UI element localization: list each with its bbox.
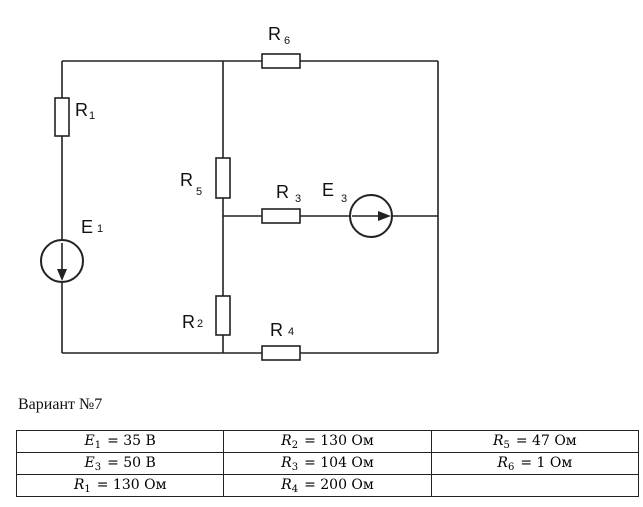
param-subscript: 2: [291, 439, 299, 451]
param-symbol: R: [281, 432, 292, 449]
resistor-r4: [261, 345, 301, 361]
table-cell: R2 = 130 Ом: [223, 430, 432, 453]
label-r1: R1: [75, 100, 95, 122]
param-symbol: R: [281, 454, 292, 471]
param-symbol: E: [84, 432, 95, 449]
param-subscript: 6: [507, 461, 515, 473]
param-symbol: R: [497, 454, 508, 471]
table-cell: R1 = 130 Ом: [15, 474, 225, 497]
param-symbol: R: [281, 476, 292, 493]
param-value: = 50 В: [107, 454, 156, 471]
param-value: = 47 Ом: [515, 432, 577, 449]
table-cell: R5 = 47 Ом: [430, 430, 640, 453]
source-e1-arrow-icon: [57, 269, 67, 281]
param-value: = 1 Ом: [520, 454, 573, 471]
param-symbol: R: [492, 432, 504, 449]
source-e3-arrow-icon: [378, 211, 391, 221]
param-subscript: 1: [84, 483, 91, 495]
resistor-r3: [261, 208, 301, 224]
table-cell: [430, 474, 640, 497]
resistor-r1: [54, 97, 70, 137]
variant-title: Вариант №7: [18, 396, 103, 413]
param-symbol: E: [84, 454, 95, 471]
param-subscript: 3: [291, 461, 299, 473]
param-subscript: 3: [94, 461, 102, 473]
table-cell: E3 = 50 В: [15, 452, 225, 475]
label-r5: R5: [180, 170, 202, 198]
param-symbol: R: [73, 476, 85, 493]
param-subscript: 4: [291, 483, 299, 495]
resistor-r2: [215, 295, 231, 336]
table-cell: R4 = 200 Ом: [223, 474, 432, 497]
table-cell: E1 = 35 В: [15, 430, 225, 453]
param-subscript: 5: [503, 439, 510, 451]
resistor-r5: [215, 157, 231, 199]
table-cell: R3 = 104 Ом: [223, 452, 432, 475]
param-value: = 130 Ом: [96, 476, 167, 493]
param-subscript: 1: [94, 439, 102, 451]
param-value: = 35 В: [107, 432, 156, 449]
resistor-r6: [261, 53, 301, 69]
table-cell: R6 = 1 Ом: [430, 452, 640, 475]
param-value: = 104 Ом: [304, 454, 374, 471]
param-value: = 200 Ом: [304, 476, 374, 493]
param-value: = 130 Ом: [304, 432, 374, 449]
